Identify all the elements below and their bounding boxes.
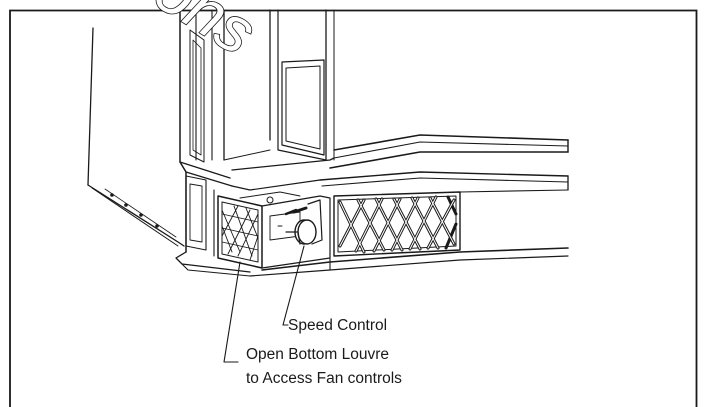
stove-top-ledge <box>329 134 569 169</box>
louvre-leader <box>223 261 241 363</box>
fan-control-compartment <box>239 191 331 269</box>
speed-control-leader <box>282 245 305 326</box>
louvre-label-line-2: to Access Fan controls <box>246 370 402 387</box>
speed-control-knob <box>285 199 323 245</box>
open-louvre-panel <box>217 195 263 269</box>
stove-base-left <box>175 175 321 277</box>
stove-side-panel <box>87 27 185 247</box>
stove-left-column <box>179 9 233 253</box>
stove-base-right <box>249 171 569 277</box>
fixed-louvre-grille <box>333 191 461 257</box>
speed-control-label: Speed Control <box>288 317 388 334</box>
figure-frame <box>9 9 698 407</box>
louvre-label-line-1: Open Bottom Louvre <box>246 346 390 363</box>
stove-door <box>223 9 335 171</box>
